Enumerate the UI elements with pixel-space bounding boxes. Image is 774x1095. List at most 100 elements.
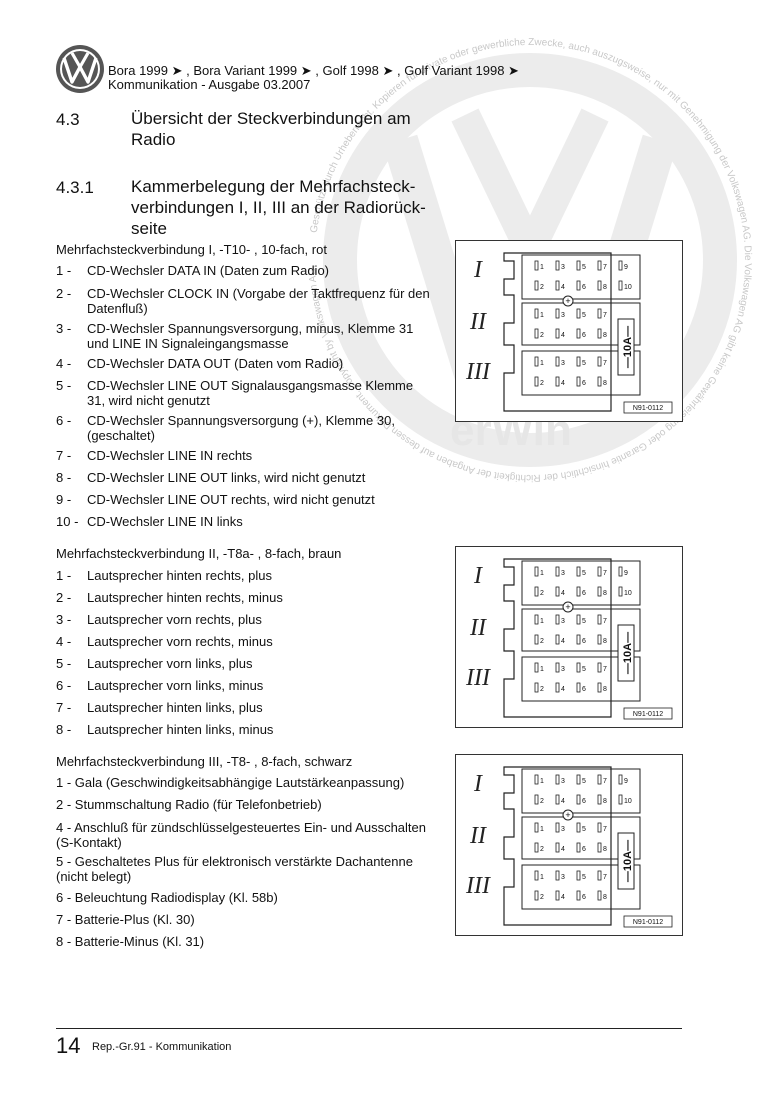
pin-label: 2: [540, 284, 544, 291]
pin-slot: [534, 870, 539, 881]
pin-label: 4: [561, 798, 565, 805]
pin-label: 6: [582, 332, 586, 339]
pin-label: 1: [540, 874, 544, 881]
section-title-line: Radio: [131, 130, 176, 149]
subsection-title: Kammerbelegung der Mehrfachsteck- verbin…: [131, 176, 431, 239]
pin-label: 5: [582, 312, 586, 319]
item-text: CD-Wechsler DATA OUT (Daten vom Radio): [87, 356, 344, 371]
list-item: 7 - Lautsprecher hinten links, plus: [56, 700, 432, 716]
pin-label: 1: [540, 618, 544, 625]
pin-label: 1: [540, 666, 544, 673]
pin-label: 3: [561, 618, 565, 625]
item-text: CD-Wechsler LINE IN rechts: [87, 448, 253, 463]
chamber-roman-label: II: [469, 615, 487, 641]
chamber-roman-label: II: [469, 309, 487, 335]
fuse-box: [617, 624, 635, 682]
pin-label: 4: [561, 332, 565, 339]
pin-label: 3: [561, 264, 565, 271]
pin-label: 7: [603, 570, 607, 577]
pin-label: 7: [603, 826, 607, 833]
pin-label: 6: [582, 894, 586, 901]
item-number: 5 -: [56, 378, 72, 393]
pin-label: 8: [603, 590, 607, 597]
item-text: CD-Wechsler LINE OUT Signalausgangsmasse…: [87, 378, 414, 408]
chamber-outline: [521, 656, 641, 702]
plus-symbol-label: +: [565, 602, 570, 612]
pin-slot: [597, 870, 602, 881]
list-item: 1 - Lautsprecher hinten rechts, plus: [56, 568, 432, 584]
item-number: 8 -: [56, 470, 72, 485]
pin-label: 8: [603, 798, 607, 805]
pin-slot: [555, 774, 560, 785]
pin-label: 1: [540, 778, 544, 785]
item-number: 7 -: [56, 700, 72, 715]
pin-slot: [618, 260, 623, 271]
fuse-label: —10A—: [622, 632, 634, 674]
pin-slot: [618, 280, 623, 291]
pin-label: 6: [582, 638, 586, 645]
figure-code-box: [623, 401, 673, 414]
chamber-outline: [521, 864, 641, 910]
header-models: Bora 1999 ➤ , Bora Variant 1999 ➤ , Golf…: [108, 63, 519, 78]
pin-slot: [534, 566, 539, 577]
pin-slot: [534, 280, 539, 291]
pin-slot: [576, 614, 581, 625]
item-number: 6 -: [56, 678, 72, 693]
pin-label: 4: [561, 846, 565, 853]
chamber-roman-label: I: [473, 771, 483, 797]
pin-slot: [534, 662, 539, 673]
plus-symbol-icon: [562, 809, 574, 821]
item-text: 2 - Stummschaltung Radio (für Telefonbet…: [56, 797, 322, 812]
item-text: CD-Wechsler LINE OUT rechts, wird nicht …: [87, 492, 375, 507]
connector-housing: [503, 558, 612, 718]
pin-label: 4: [561, 590, 565, 597]
list-item: 3 - Lautsprecher vorn rechts, plus: [56, 612, 432, 628]
pin-label: 7: [603, 874, 607, 881]
list-item: 4 - CD-Wechsler DATA OUT (Daten vom Radi…: [56, 356, 432, 372]
pin-slot: [534, 822, 539, 833]
item-number: 4 -: [56, 356, 72, 371]
pin-label: 7: [603, 778, 607, 785]
section-title: Übersicht der Steckverbindungen am Radio: [131, 108, 431, 150]
chamber-outline: [521, 816, 641, 860]
chamber-roman-label: I: [473, 563, 483, 589]
chamber-outline: [521, 302, 641, 346]
pin-slot: [576, 870, 581, 881]
pin-slot: [534, 328, 539, 339]
item-text: Lautsprecher hinten rechts, minus: [87, 590, 283, 605]
list-item: 5 - Lautsprecher vorn links, plus: [56, 656, 432, 672]
pin-label: 1: [540, 826, 544, 833]
subsection-title-line: verbindungen I, II, III an der Radiorück…: [131, 198, 426, 217]
chamber-outline: [521, 608, 641, 652]
pin-label: 10: [624, 590, 632, 597]
pin-label: 2: [540, 846, 544, 853]
item-text: CD-Wechsler Spannungsversorgung (+), Kle…: [87, 413, 395, 443]
chamber-outline: [521, 254, 641, 300]
item-text: CD-Wechsler LINE OUT links, wird nicht g…: [87, 470, 366, 485]
pin-label: 5: [582, 778, 586, 785]
pin-slot: [555, 870, 560, 881]
list-item: 3 - CD-Wechsler Spannungsversorgung, min…: [56, 321, 432, 352]
pin-slot: [597, 280, 602, 291]
pin-label: 5: [582, 264, 586, 271]
pin-slot: [555, 662, 560, 673]
pin-slot: [534, 634, 539, 645]
fuse-label: —10A—: [622, 840, 634, 882]
pin-label: 7: [603, 264, 607, 271]
item-text: Lautsprecher hinten links, plus: [87, 700, 263, 715]
item-text: 8 - Batterie-Minus (Kl. 31): [56, 934, 205, 949]
pin-label: 7: [603, 618, 607, 625]
pin-label: 8: [603, 284, 607, 291]
pin-slot: [555, 822, 560, 833]
chamber-roman-label: II: [469, 823, 487, 849]
figure-code: N91-0112: [633, 711, 663, 718]
pin-slot: [576, 376, 581, 387]
pin-label: 10: [624, 284, 632, 291]
pin-slot: [618, 774, 623, 785]
pin-slot: [597, 356, 602, 367]
pin-label: 8: [603, 846, 607, 853]
